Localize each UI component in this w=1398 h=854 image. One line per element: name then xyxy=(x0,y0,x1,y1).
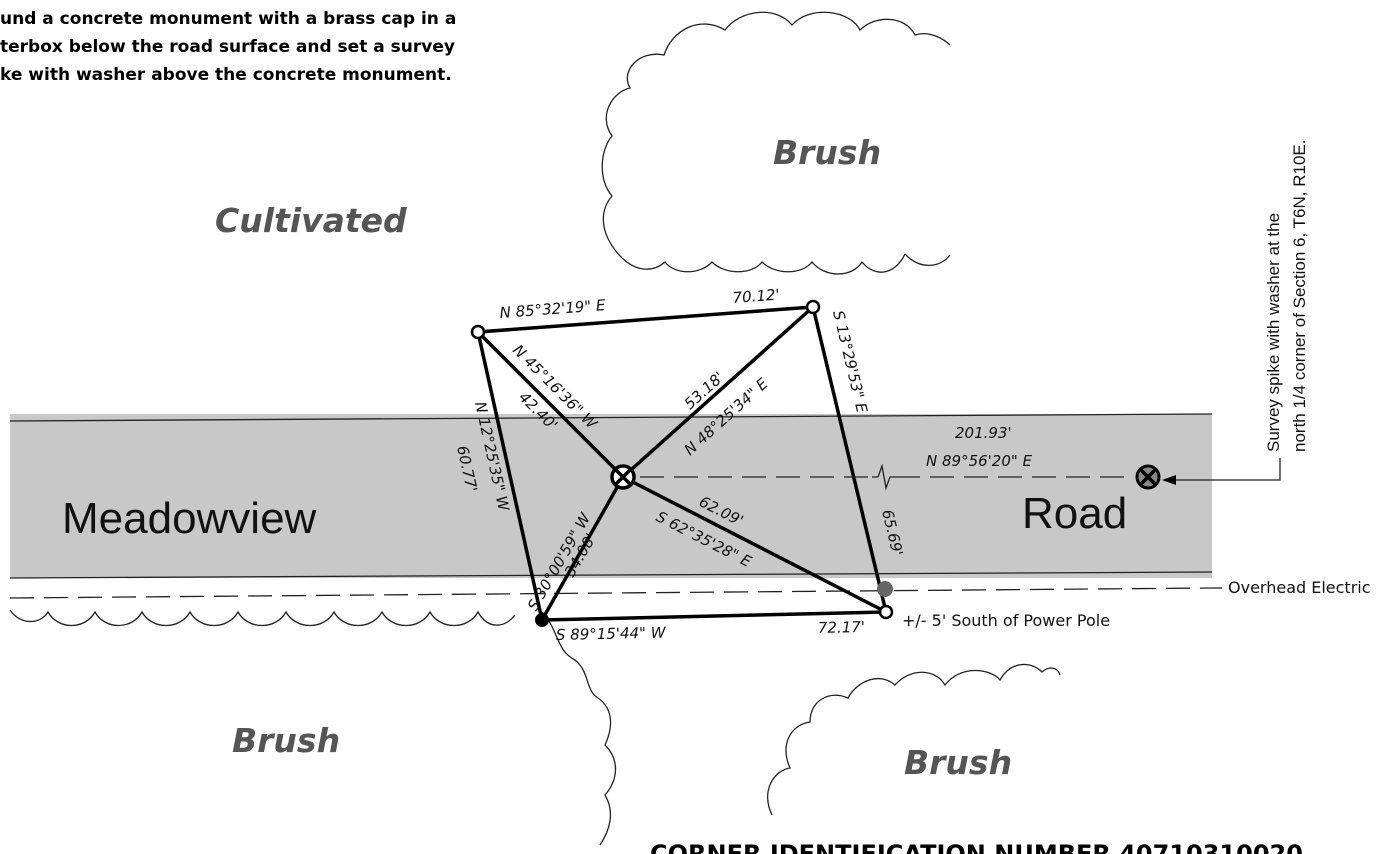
traverse-lines xyxy=(476,305,888,622)
brush-cloud-top-bottom xyxy=(614,249,906,275)
overhead-electric-line xyxy=(9,587,1213,599)
bottom-leg-distance: 72.17' xyxy=(818,618,865,637)
center-monument-icon xyxy=(610,464,636,490)
bottom-leg-bearing: S 89°15'44" W xyxy=(556,623,667,644)
note-line-3: ke with washer above the concrete monume… xyxy=(0,65,452,85)
road-edge-south xyxy=(9,571,1213,579)
area-label-brush-top: Brush xyxy=(773,133,881,172)
note-line-2: terbox below the road surface and set a … xyxy=(0,37,455,57)
monument-sw-point xyxy=(535,613,549,627)
area-label-cultivated: Cultivated xyxy=(215,201,407,240)
top-leg-distance: 70.12' xyxy=(732,286,780,307)
brush-cloud-top xyxy=(601,11,951,251)
spike-label-line-1: Survey spike with washer at the xyxy=(1264,213,1283,452)
monument-nw-point xyxy=(470,324,486,340)
tie-distance: 201.93' xyxy=(955,424,1012,442)
brush-cloud-bottom-left-edge xyxy=(539,609,617,846)
spike-label-line-2: north 1/4 corner of Section 6, T6N, R10E… xyxy=(1290,140,1309,452)
overhead-electric-label: Overhead Electric xyxy=(1228,578,1371,597)
top-leg-bearing: N 85°32'19" E xyxy=(499,296,607,322)
road-edge-north xyxy=(9,413,1213,422)
brush-cloud-top-right xyxy=(904,253,951,267)
brush-cloud-bottom-left xyxy=(9,609,516,626)
area-label-brush-bottom-right: Brush xyxy=(904,743,1012,782)
section-corner-icon xyxy=(1135,464,1161,490)
monument-ne-point xyxy=(805,299,821,315)
tie-line xyxy=(640,463,1130,491)
corner-id-title: CORNER IDENTIFICATION NUMBER 40710310020 xyxy=(650,840,1303,854)
road-name-right: Road xyxy=(1022,489,1127,538)
power-pole-label: +/- 5' South of Power Pole xyxy=(902,611,1110,630)
road-name-left: Meadowview xyxy=(62,494,317,543)
area-label-brush-bottom-left: Brush xyxy=(232,721,340,760)
brush-cloud-bottom-right xyxy=(767,663,1061,816)
spike-leader-arrow xyxy=(1162,458,1281,485)
tie-bearing: N 89°56'20" E xyxy=(926,452,1033,470)
note-line-1: und a concrete monument with a brass cap… xyxy=(0,9,456,29)
power-pole-icon xyxy=(877,581,893,597)
monument-se-point xyxy=(878,604,894,620)
